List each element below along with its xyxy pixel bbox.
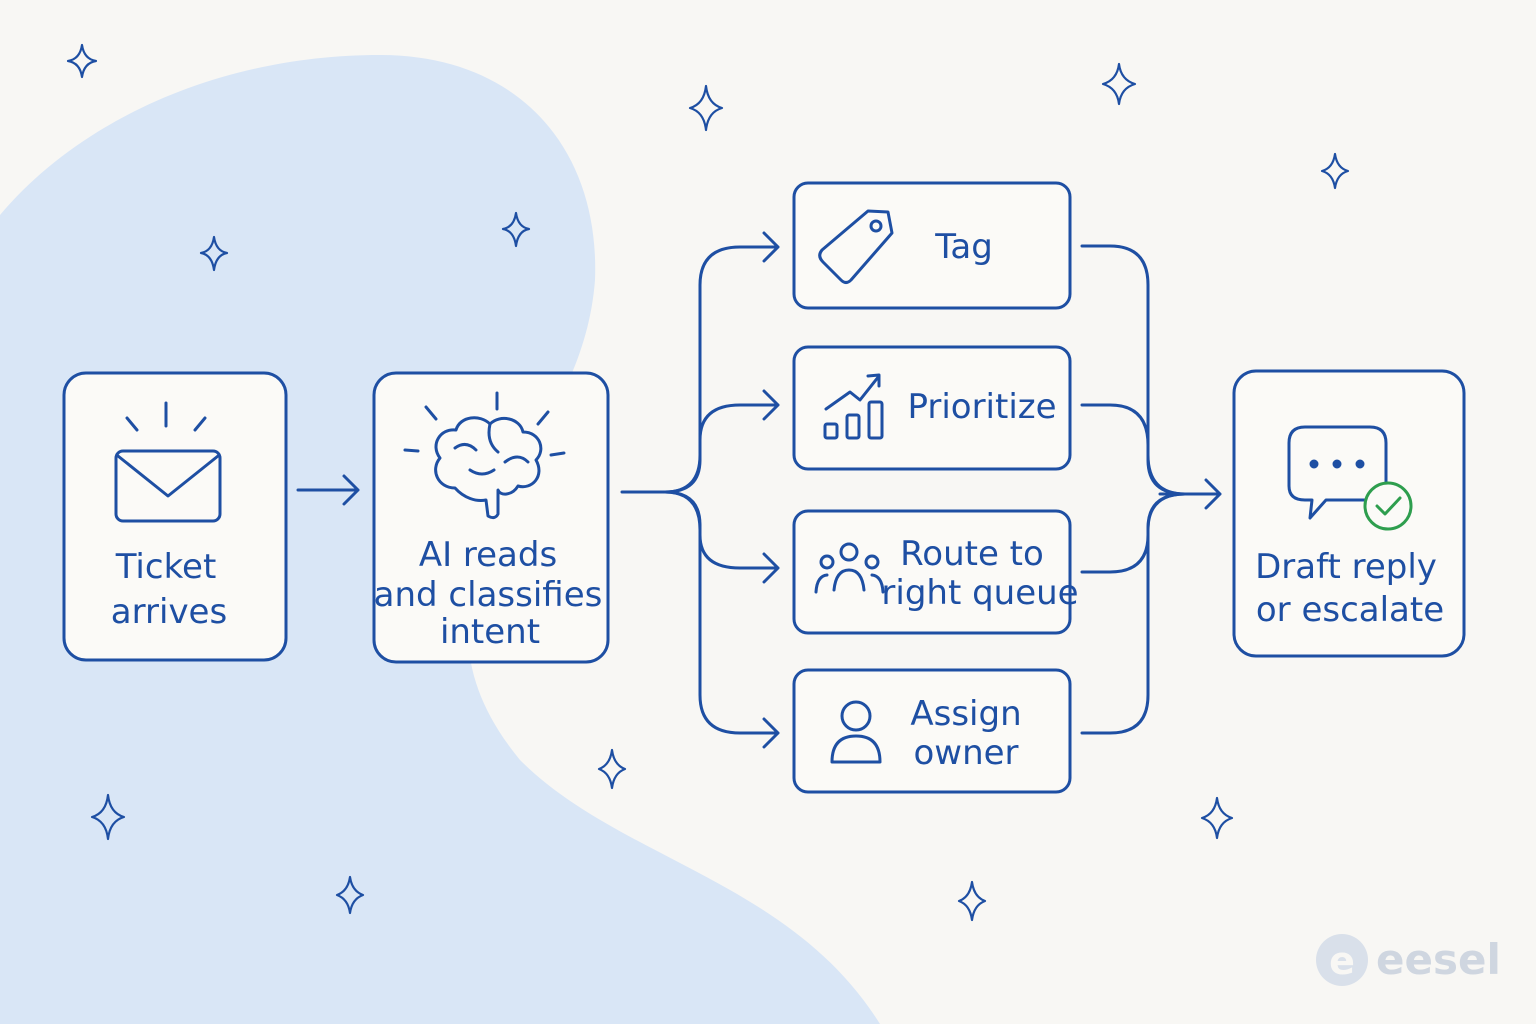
- sparkle-icon: [957, 880, 987, 922]
- tag-label: Tag: [934, 227, 993, 267]
- eesel-logo: e eesel: [1316, 934, 1501, 986]
- ai-label-line1: AI reads: [419, 535, 557, 575]
- sparkle-icon: [1200, 796, 1234, 840]
- assign-label-line2: owner: [913, 733, 1018, 773]
- prioritize-label: Prioritize: [907, 387, 1056, 427]
- ai-label-line2: and classifies: [374, 575, 603, 615]
- node-route: Route to right queue: [792, 509, 1079, 635]
- node-assign: Assign owner: [792, 668, 1072, 794]
- logo-text: eesel: [1376, 935, 1501, 984]
- svg-text:e: e: [1329, 939, 1355, 983]
- sparkle-icon: [1320, 152, 1350, 190]
- node-prioritize: Prioritize: [792, 345, 1072, 471]
- arrow-into-draft: [1158, 478, 1222, 510]
- draft-label-line2: or escalate: [1256, 590, 1444, 630]
- sparkles: [66, 43, 1350, 922]
- tag-icon: [818, 209, 894, 284]
- ai-label-line3: intent: [440, 612, 540, 652]
- draft-label-line1: Draft reply: [1255, 547, 1437, 587]
- brain-icon: [403, 391, 566, 520]
- sparkle-icon: [66, 43, 98, 79]
- connector-assign-to-draft: [1080, 492, 1187, 735]
- sparkle-icon: [597, 748, 627, 790]
- connector-ai-to-assign: [663, 490, 780, 749]
- route-label-line1: Route to: [900, 534, 1044, 574]
- check-badge-icon: [1363, 481, 1413, 531]
- node-draft-reply: Draft reply or escalate: [1232, 369, 1466, 658]
- arrow-ticket-to-ai: [296, 474, 360, 506]
- envelope-icon: [114, 401, 222, 523]
- chat-bubble-check-icon: [1287, 425, 1388, 520]
- connector-ai-to-route: [663, 490, 780, 584]
- node-ticket-arrives: Ticket arrives: [62, 371, 288, 662]
- connector-prioritize-to-draft: [1080, 403, 1187, 496]
- sparkle-icon: [1101, 62, 1137, 106]
- bar-chart-trend-icon: [823, 373, 884, 440]
- sparkle-icon: [90, 793, 126, 841]
- ticket-label-line1: Ticket: [115, 547, 217, 587]
- people-group-icon: [814, 542, 885, 594]
- sparkle-icon: [501, 211, 531, 248]
- sparkle-icon: [688, 84, 724, 132]
- connectors: [296, 231, 1222, 749]
- node-ai-classifies: AI reads and classifies intent: [372, 371, 610, 664]
- sparkle-icon: [335, 875, 365, 915]
- assign-label-line1: Assign: [910, 694, 1021, 734]
- connector-tag-to-draft: [1080, 244, 1187, 496]
- ticket-label-line2: arrives: [111, 592, 227, 632]
- connector-ai-to-prioritize: [663, 389, 780, 494]
- sparkle-icon: [199, 235, 229, 272]
- route-label-line2: right queue: [881, 573, 1078, 613]
- connector-route-to-draft: [1080, 492, 1187, 574]
- person-icon: [830, 700, 882, 764]
- node-tag: Tag: [792, 181, 1072, 310]
